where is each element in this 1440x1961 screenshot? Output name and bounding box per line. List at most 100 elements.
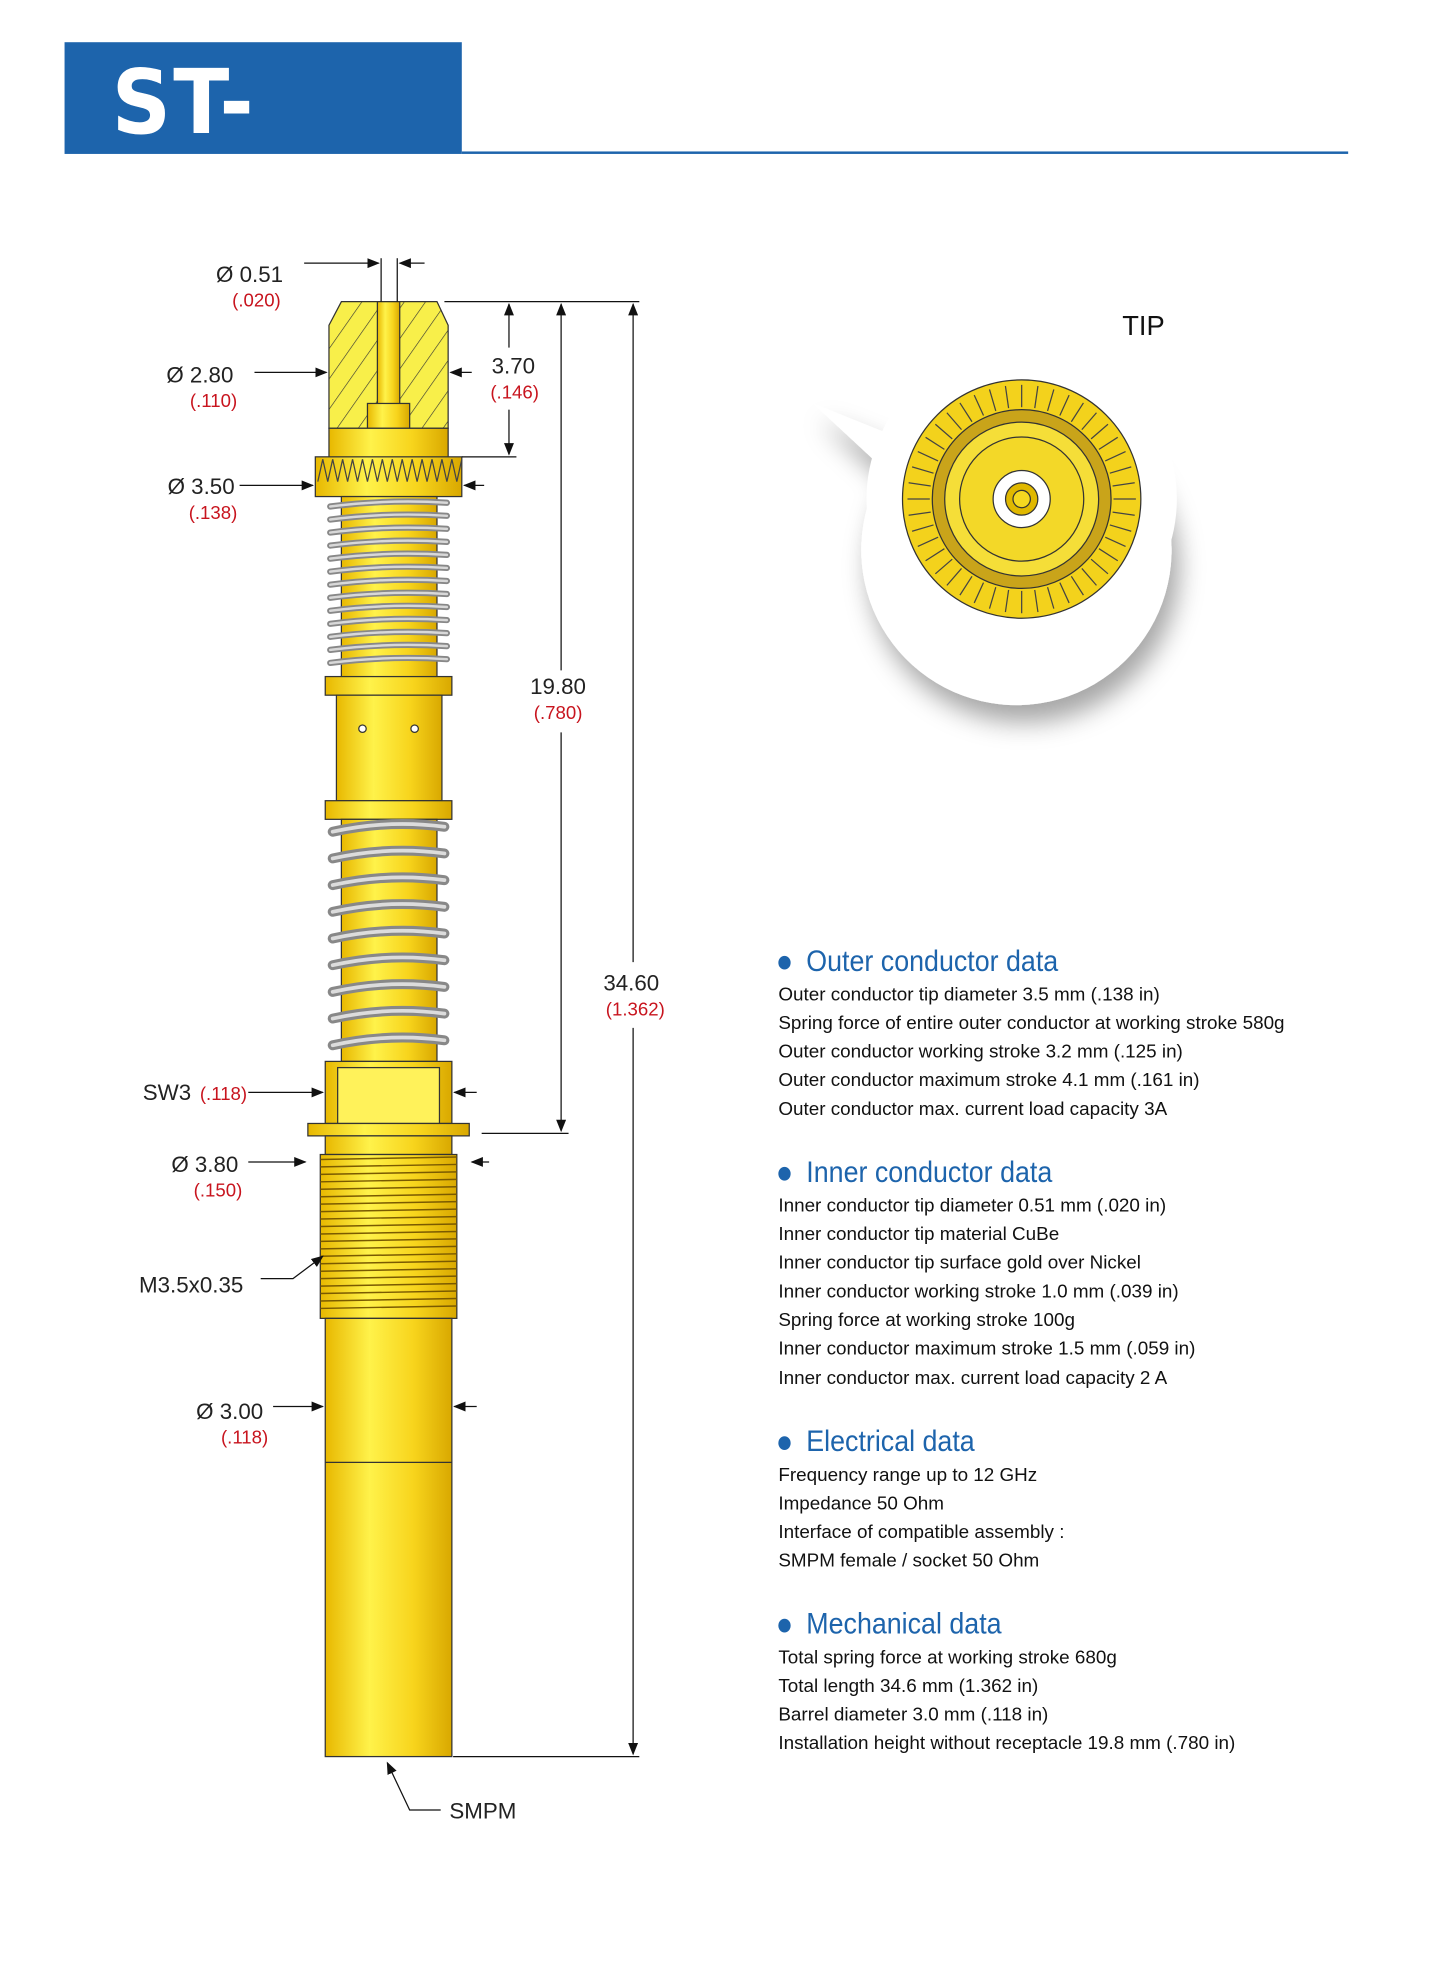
barrel — [324, 1317, 453, 1758]
spec-line: Inner conductor working stroke 1.0 mm (.… — [778, 1281, 1179, 1303]
tip-ray — [1104, 451, 1126, 462]
dim-l1980-in: (.780) — [534, 702, 583, 723]
spec-line: Inner conductor maximum stroke 1.5 mm (.… — [778, 1338, 1196, 1360]
spec-line: Total length 34.6 mm (1.362 in) — [778, 1676, 1039, 1698]
spec-line: Outer conductor tip diameter 3.5 mm (.13… — [778, 984, 1160, 1006]
dim-l3460-in: (1.362) — [606, 998, 665, 1019]
dim-sw3: SW3 — [143, 1080, 191, 1105]
spec-line: Installation height without receptacle 1… — [778, 1733, 1236, 1755]
tip-ray — [908, 511, 931, 516]
spec-line: Inner conductor max. current load capaci… — [778, 1367, 1168, 1389]
thread-line — [320, 1171, 457, 1176]
thread-line — [320, 1275, 457, 1280]
middle-tube — [335, 694, 443, 802]
tip-ray — [1081, 568, 1097, 586]
dim-d380-in: (.150) — [194, 1180, 243, 1201]
dim-d051-in: (.020) — [232, 290, 281, 311]
tip-ray — [1090, 423, 1109, 440]
spec-line: Frequency range up to 12 GHz — [778, 1464, 1038, 1486]
spec-line: Inner conductor tip surface gold over Ni… — [778, 1252, 1141, 1274]
tip-ray — [1070, 575, 1084, 596]
tip-ray — [1081, 412, 1097, 431]
section-title: Electrical data — [806, 1425, 975, 1459]
spec-line: Impedance 50 Ohm — [778, 1493, 944, 1515]
spec-line: Outer conductor working stroke 3.2 mm (.… — [778, 1041, 1183, 1063]
thread-line — [320, 1186, 457, 1191]
thread-line — [320, 1297, 457, 1302]
section-heading: Outer conductor data — [778, 943, 1337, 980]
dimension-lines — [239, 258, 640, 1811]
tip-ray — [973, 582, 985, 604]
bullet-icon — [778, 1435, 791, 1450]
ring — [324, 675, 453, 696]
thread-line — [320, 1193, 457, 1198]
dim-sw3-in: (.118) — [200, 1083, 247, 1104]
thread-line — [320, 1223, 457, 1228]
tip-ray — [917, 451, 939, 462]
spec-line: SMPM female / socket 50 Ohm — [778, 1550, 1040, 1572]
section-heading: Inner conductor data — [778, 1155, 1337, 1192]
bullet-icon — [778, 955, 791, 969]
spec-line: Outer conductor max. current load capaci… — [778, 1099, 1168, 1121]
tip-ray — [908, 482, 931, 487]
spec-line: Outer conductor maximum stroke 4.1 mm (.… — [778, 1070, 1200, 1092]
title-rule — [461, 151, 1349, 154]
dim-d051: Ø 0.51 — [216, 262, 283, 287]
thread-line — [320, 1305, 457, 1310]
tip-ray — [1046, 587, 1055, 609]
dim-d300: Ø 3.00 — [196, 1399, 263, 1424]
tip-ray — [1004, 385, 1010, 409]
tip-ray — [1004, 589, 1010, 613]
section-heading: Mechanical data — [778, 1606, 1337, 1643]
product-title: ST-807 — [111, 49, 291, 259]
spec-line: Inner conductor tip diameter 0.51 mm (.0… — [778, 1195, 1167, 1217]
thread-line — [320, 1156, 457, 1161]
tip-ray — [1059, 394, 1070, 416]
section-title: Inner conductor data — [806, 1155, 1053, 1190]
tip-ray — [911, 524, 934, 532]
upper-spring — [327, 498, 451, 667]
thread-line — [320, 1260, 457, 1265]
tip-ray — [959, 575, 973, 596]
tip-ray — [946, 412, 962, 431]
thread-line — [320, 1200, 457, 1205]
thread-line — [320, 1230, 457, 1235]
tip-ray — [1112, 511, 1135, 516]
thread-line — [320, 1267, 457, 1272]
tip-ray — [988, 389, 997, 412]
thread-line — [320, 1290, 457, 1295]
tip-ray — [1046, 389, 1055, 412]
tip-ray — [1059, 582, 1070, 604]
tip-ray — [1090, 558, 1109, 575]
tip-ray — [1098, 548, 1119, 562]
dim-d350: Ø 3.50 — [168, 474, 235, 499]
ring — [324, 800, 453, 820]
tip-ray — [1104, 536, 1126, 548]
bullet-icon — [778, 1166, 791, 1180]
tip-ray — [973, 394, 985, 416]
section-title: Mechanical data — [806, 1607, 1002, 1642]
tip-ray — [925, 436, 945, 450]
bullet-icon — [778, 1618, 791, 1632]
section-title: Outer conductor data — [806, 944, 1059, 979]
tip-ray — [1109, 466, 1132, 474]
thread-line — [320, 1208, 457, 1213]
dim-l3460: 34.60 — [603, 971, 659, 996]
tip-detail: TIP — [813, 310, 1177, 706]
tip-ray — [934, 423, 953, 440]
tip-ray — [917, 536, 939, 548]
dim-l1980: 19.80 — [530, 674, 586, 699]
dim-d280-in: (.110) — [190, 390, 237, 411]
tip-ray — [946, 568, 962, 586]
tip-ray — [1034, 385, 1039, 409]
tip-ray — [1034, 589, 1039, 613]
tip-ray — [1109, 524, 1132, 532]
dim-smpm: SMPM — [449, 1799, 516, 1824]
lower-spring — [327, 819, 450, 1051]
collar — [328, 427, 449, 459]
section-heading: Electrical data — [778, 1424, 1337, 1461]
